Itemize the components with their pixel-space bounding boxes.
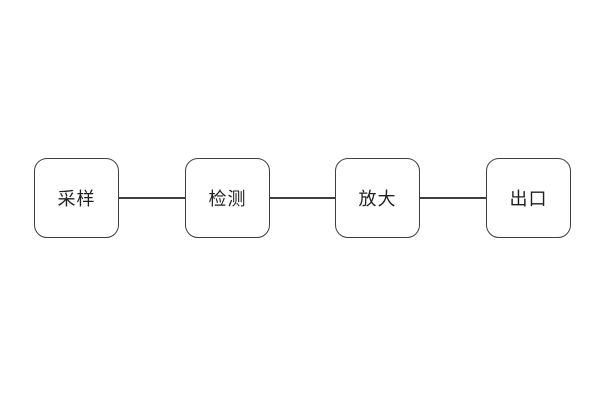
connector-sampling-detection [119, 197, 185, 199]
node-label-amplification: 放大 [358, 189, 397, 209]
node-label-sampling: 采样 [57, 189, 96, 209]
flow-node-amplification[interactable]: 放大 [335, 158, 420, 238]
flow-node-sampling[interactable]: 采样 [34, 158, 119, 238]
connector-amplification-outlet [420, 197, 486, 199]
node-label-outlet: 出口 [509, 189, 548, 209]
node-label-detection: 检测 [208, 189, 247, 209]
flow-node-outlet[interactable]: 出口 [486, 158, 571, 238]
flow-node-detection[interactable]: 检测 [185, 158, 270, 238]
connector-detection-amplification [270, 197, 335, 199]
